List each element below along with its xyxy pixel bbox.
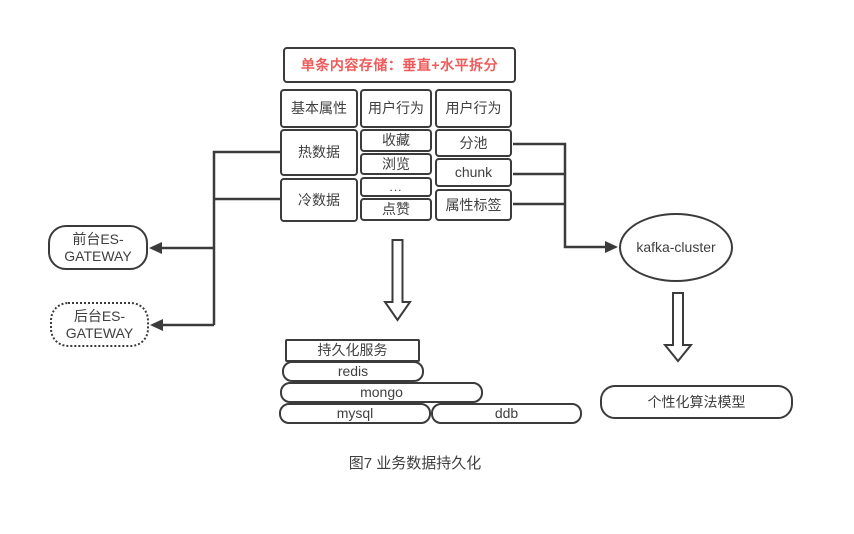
figure-caption: 图7 业务数据持久化 xyxy=(348,455,482,472)
cell-browse: 浏览 xyxy=(360,153,432,175)
right-branch-line xyxy=(513,142,605,249)
cell-pool-split: 分池 xyxy=(435,129,512,157)
front-es-gateway-line1: 前台ES- xyxy=(72,230,124,247)
kafka-cluster-node: kafka-cluster xyxy=(619,213,733,282)
ddb-box: ddb xyxy=(431,403,582,424)
back-gateway-arrowhead xyxy=(150,319,163,331)
back-es-gateway-line1: 后台ES- xyxy=(73,307,126,324)
cell-chunk: chunk xyxy=(435,158,512,187)
cell-ellipsis: ... xyxy=(360,177,432,197)
left-branch-line xyxy=(212,150,281,325)
storage-header-box: 单条内容存储：垂直+水平拆分 xyxy=(283,47,516,83)
front-es-gateway-line2: GATEWAY xyxy=(64,247,132,264)
mongo-box: mongo xyxy=(280,382,483,403)
cell-like: 点赞 xyxy=(360,198,432,221)
cell-basic-attributes: 基本属性 xyxy=(280,89,358,128)
persistence-block-arrow xyxy=(383,239,412,322)
back-es-gateway-node: 后台ES- GATEWAY xyxy=(50,302,149,347)
back-es-gateway-line2: GATEWAY xyxy=(65,324,134,341)
kafka-arrowhead xyxy=(605,241,618,253)
front-es-gateway-node: 前台ES- GATEWAY xyxy=(48,225,148,270)
model-block-arrow xyxy=(662,292,694,363)
cell-hot-data: 热数据 xyxy=(280,129,358,176)
front-gateway-arrowhead xyxy=(149,242,162,254)
cell-user-behavior-2: 用户行为 xyxy=(435,89,512,128)
cell-cold-data: 冷数据 xyxy=(280,178,358,222)
cell-user-behavior-1: 用户行为 xyxy=(360,89,432,128)
mysql-box: mysql xyxy=(279,403,431,424)
redis-box: redis xyxy=(282,361,424,382)
persistence-service-box: 持久化服务 xyxy=(285,339,420,362)
cell-favorite: 收藏 xyxy=(360,129,432,152)
cell-attribute-tags: 属性标签 xyxy=(435,189,512,221)
personalized-model-box: 个性化算法模型 xyxy=(600,385,793,419)
